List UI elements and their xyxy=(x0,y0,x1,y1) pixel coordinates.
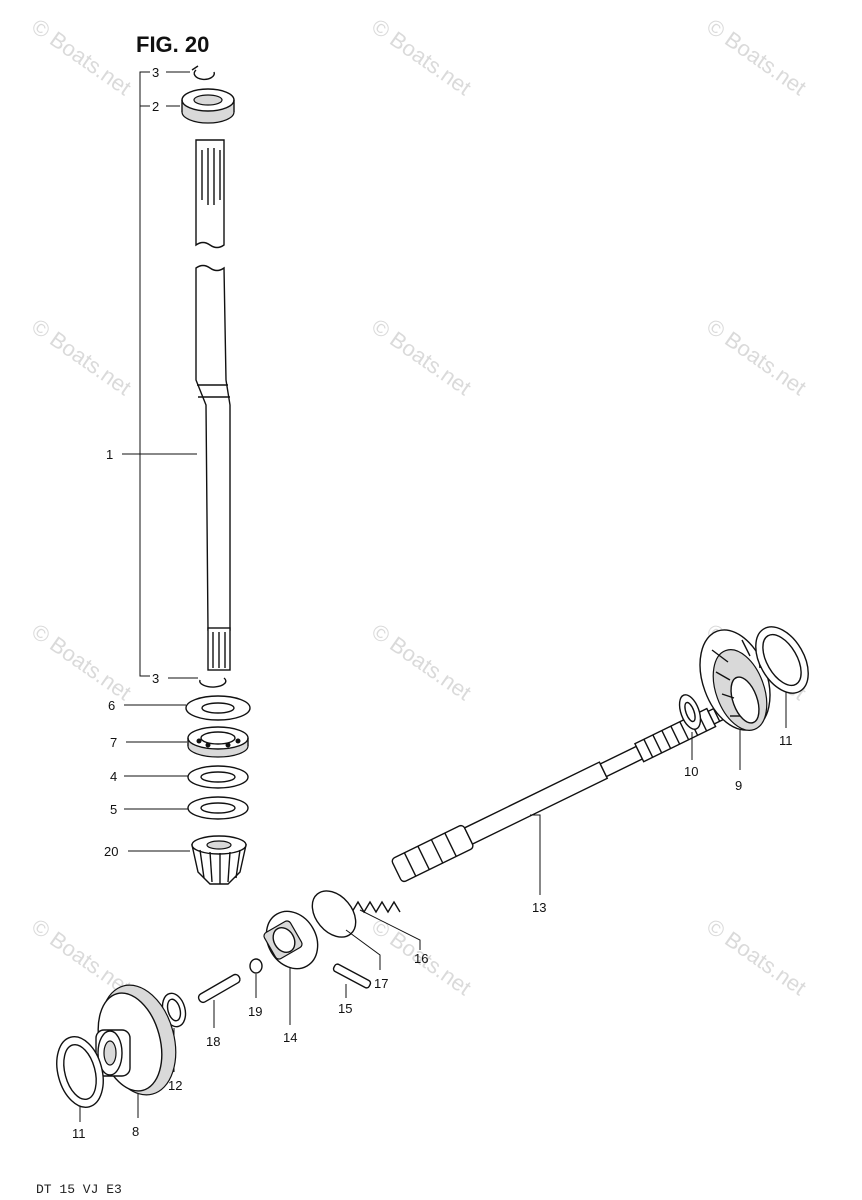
label-part-1: 1 xyxy=(106,447,113,462)
part-3-circlip-top[interactable] xyxy=(191,65,215,81)
label-part-19: 19 xyxy=(248,1004,262,1019)
part-4-washer[interactable] xyxy=(187,765,249,789)
label-part-16: 16 xyxy=(414,951,428,966)
part-14-clutch[interactable] xyxy=(256,902,328,978)
label-part-8: 8 xyxy=(132,1124,139,1139)
part-11-shim-left[interactable] xyxy=(49,1032,110,1113)
figure-title: FIG. 20 xyxy=(136,32,209,57)
label-part-12: 12 xyxy=(168,1078,182,1093)
part-15-pin[interactable] xyxy=(332,963,372,989)
label-part-13: 13 xyxy=(532,900,546,915)
label-part-18: 18 xyxy=(206,1034,220,1049)
part-1-drive-shaft[interactable] xyxy=(195,139,231,671)
label-part-7: 7 xyxy=(110,735,117,750)
part-9-forward-gear[interactable] xyxy=(687,620,783,740)
part-19-ball[interactable] xyxy=(249,958,263,974)
label-part-4: 4 xyxy=(110,769,117,784)
label-part-17: 17 xyxy=(374,976,388,991)
part-7-bearing[interactable] xyxy=(187,726,249,758)
leader-17 xyxy=(345,929,381,970)
part-3-circlip-lower[interactable] xyxy=(199,677,227,688)
watermark-5: © Boats.net xyxy=(367,314,476,401)
label-part-3-lower: 3 xyxy=(152,671,159,686)
leader-13 xyxy=(530,814,541,895)
part-8-reverse-gear[interactable] xyxy=(88,977,187,1104)
leader-16 xyxy=(359,909,421,950)
label-part-2: 2 xyxy=(152,99,159,114)
label-part-9: 9 xyxy=(735,778,742,793)
watermark-8: © Boats.net xyxy=(367,619,476,706)
label-part-20: 20 xyxy=(104,844,118,859)
label-part-3-top: 3 xyxy=(152,65,159,80)
part-11-shim-right[interactable] xyxy=(745,618,819,702)
watermark-4: © Boats.net xyxy=(27,314,136,401)
watermark-3: © Boats.net xyxy=(702,14,811,101)
watermark-12: © Boats.net xyxy=(702,914,811,1001)
label-part-10: 10 xyxy=(684,764,698,779)
watermark-7: © Boats.net xyxy=(27,619,136,706)
watermark-2: © Boats.net xyxy=(367,14,476,101)
part-18-push-rod[interactable] xyxy=(197,973,241,1004)
bracket-line xyxy=(139,71,150,677)
part-20-pinion-gear[interactable] xyxy=(191,835,247,885)
label-part-11-left: 11 xyxy=(72,1126,86,1141)
watermark-6: © Boats.net xyxy=(702,314,811,401)
label-part-14: 14 xyxy=(283,1030,297,1045)
footer-model-code: DT 15 VJ E3 xyxy=(36,1182,122,1197)
label-part-5: 5 xyxy=(110,802,117,817)
part-2-oil-seal[interactable] xyxy=(181,88,235,124)
part-6-washer[interactable] xyxy=(185,695,251,721)
label-part-15: 15 xyxy=(338,1001,352,1016)
label-part-11-right: 11 xyxy=(779,733,793,748)
watermark-1: © Boats.net xyxy=(27,14,136,101)
part-10-washer[interactable] xyxy=(675,692,704,732)
label-part-6: 6 xyxy=(108,698,115,713)
part-5-shim[interactable] xyxy=(187,796,249,820)
